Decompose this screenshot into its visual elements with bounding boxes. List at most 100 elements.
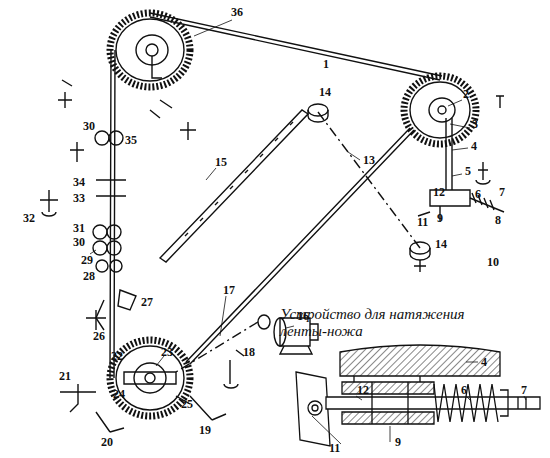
leader-lines [450, 124, 470, 128]
callout-number: 22 [110, 350, 124, 362]
guide-mechanism [107, 225, 121, 239]
band-knife [150, 17, 440, 80]
band-knife [110, 13, 442, 378]
drive-motor [280, 346, 312, 354]
bottom-pulley [134, 363, 166, 393]
guide-mechanism [93, 241, 107, 255]
bottom-pulley [110, 340, 190, 416]
callout-number: 1 [322, 58, 330, 70]
callout-number: 13 [362, 154, 376, 166]
callout-number: 30 [72, 236, 86, 248]
callout-number: 2 [462, 88, 470, 100]
leader-lines [466, 362, 478, 363]
callout-number: 8 [494, 214, 502, 226]
drive-motor [258, 315, 270, 329]
feed-rollers [414, 260, 426, 272]
guide-mechanism [70, 142, 84, 162]
feed-rollers [410, 242, 430, 254]
leader-lines [356, 396, 362, 400]
guide-mechanism [118, 290, 136, 310]
feed-rollers [308, 104, 328, 116]
callout-number: 28 [82, 270, 96, 282]
guide-mechanism [93, 225, 107, 239]
callout-number: 21 [58, 370, 72, 382]
callout-number: 5 [464, 165, 472, 177]
callout-number: 19 [198, 424, 212, 436]
callout-number: 23 [160, 346, 174, 358]
callout-number: 17 [222, 284, 236, 296]
brake-levers [224, 350, 244, 388]
callout-number: 14 [318, 86, 332, 98]
right-pulley [404, 76, 476, 190]
feed-rollers [308, 104, 430, 272]
top-pulley [116, 19, 184, 81]
leader-lines [466, 396, 470, 400]
guide-mechanism [107, 241, 121, 255]
guide-mechanism [109, 131, 123, 145]
bottom-pulley [145, 373, 155, 383]
callout-number: 9 [394, 436, 402, 448]
leader-lines [312, 416, 341, 444]
callout-number: 6 [460, 384, 468, 396]
tension-device [476, 162, 490, 184]
feed-rollers [410, 248, 430, 260]
band-knife [150, 13, 442, 76]
callout-number: 33 [72, 192, 86, 204]
leader-lines [390, 426, 391, 442]
callout-number: 27 [140, 296, 154, 308]
guide-mechanism [150, 100, 172, 118]
guide-mechanism [40, 190, 58, 216]
callout-number: 36 [230, 6, 244, 18]
tension-section [342, 382, 434, 394]
callout-number: 11 [328, 442, 341, 454]
leader-lines [524, 396, 526, 400]
leader-lines [206, 168, 216, 180]
brake-levers [60, 384, 96, 412]
leader-lines [194, 20, 232, 36]
tension-device [418, 96, 504, 222]
machine-outline [40, 13, 504, 432]
leader-lines [448, 100, 462, 106]
callout-number: 6 [474, 188, 482, 200]
leader-lines [452, 174, 462, 176]
leader-lines [90, 20, 526, 444]
brake-levers [96, 412, 124, 432]
right-pulley [438, 106, 446, 114]
right-pulley [404, 76, 476, 144]
work-table [160, 110, 308, 262]
leader-lines [452, 148, 468, 150]
callout-number: 12 [356, 384, 370, 396]
callout-number: 15 [214, 156, 228, 168]
guide-mechanism [110, 260, 122, 272]
bottom-pulley [116, 346, 184, 410]
tension-section [296, 372, 330, 446]
guide-mechanism [95, 131, 109, 145]
callout-number: 14 [434, 238, 448, 250]
brake-levers [190, 396, 226, 420]
work-table [185, 122, 293, 236]
callout-number: 25 [180, 398, 194, 410]
tension-section [296, 345, 540, 446]
guide-mechanism [96, 260, 108, 272]
feed-rollers [318, 112, 420, 248]
callout-number: 20 [100, 436, 114, 448]
guide-mechanism [40, 80, 196, 330]
callout-number: 18 [242, 346, 256, 358]
guide-mechanism [96, 180, 126, 196]
callout-number: 29 [80, 254, 94, 266]
callout-number: 12 [432, 186, 446, 198]
brake-levers [60, 350, 244, 432]
bottom-pulley [124, 372, 176, 384]
callout-number: 31 [72, 222, 86, 234]
callout-number: 16 [296, 310, 310, 322]
guide-mechanism [86, 310, 106, 330]
callout-number: 26 [92, 330, 106, 342]
inset-caption: Устройство для натяжения ленты-ножа [280, 306, 480, 341]
callout-number: 11 [416, 216, 429, 228]
tension-section [340, 345, 500, 376]
work-table [160, 110, 308, 262]
tension-section [372, 382, 408, 424]
callout-number: 9 [436, 212, 444, 224]
callout-number: 4 [480, 356, 488, 368]
